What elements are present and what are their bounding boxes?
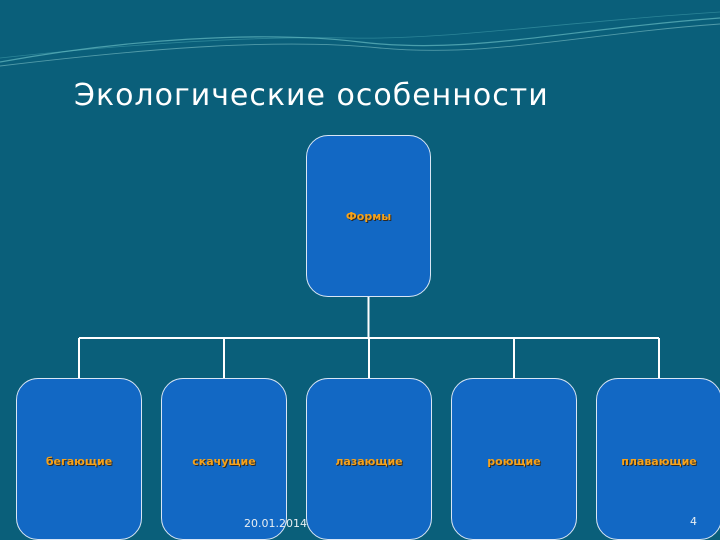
child-node-jumping: скачущие — [161, 378, 287, 540]
child-node-label: лазающие — [335, 455, 403, 468]
slide-title: Экологические особенности — [74, 78, 549, 113]
decorative-waves — [0, 11, 720, 67]
footer-date: 20.01.2014 — [244, 517, 307, 530]
child-node-running: бегающие — [16, 378, 142, 540]
child-node-label: плавающие — [621, 455, 697, 468]
child-node-burrowing: роющие — [451, 378, 577, 540]
child-node-label: бегающие — [45, 455, 113, 468]
child-node-label: роющие — [487, 455, 541, 468]
child-node-swimming: плавающие — [596, 378, 720, 540]
child-node-label: скачущие — [192, 455, 256, 468]
child-node-climbing: лазающие — [306, 378, 432, 540]
root-node: Формы — [306, 135, 431, 297]
root-node-label: Формы — [345, 210, 392, 223]
page-number: 4 — [690, 515, 697, 528]
